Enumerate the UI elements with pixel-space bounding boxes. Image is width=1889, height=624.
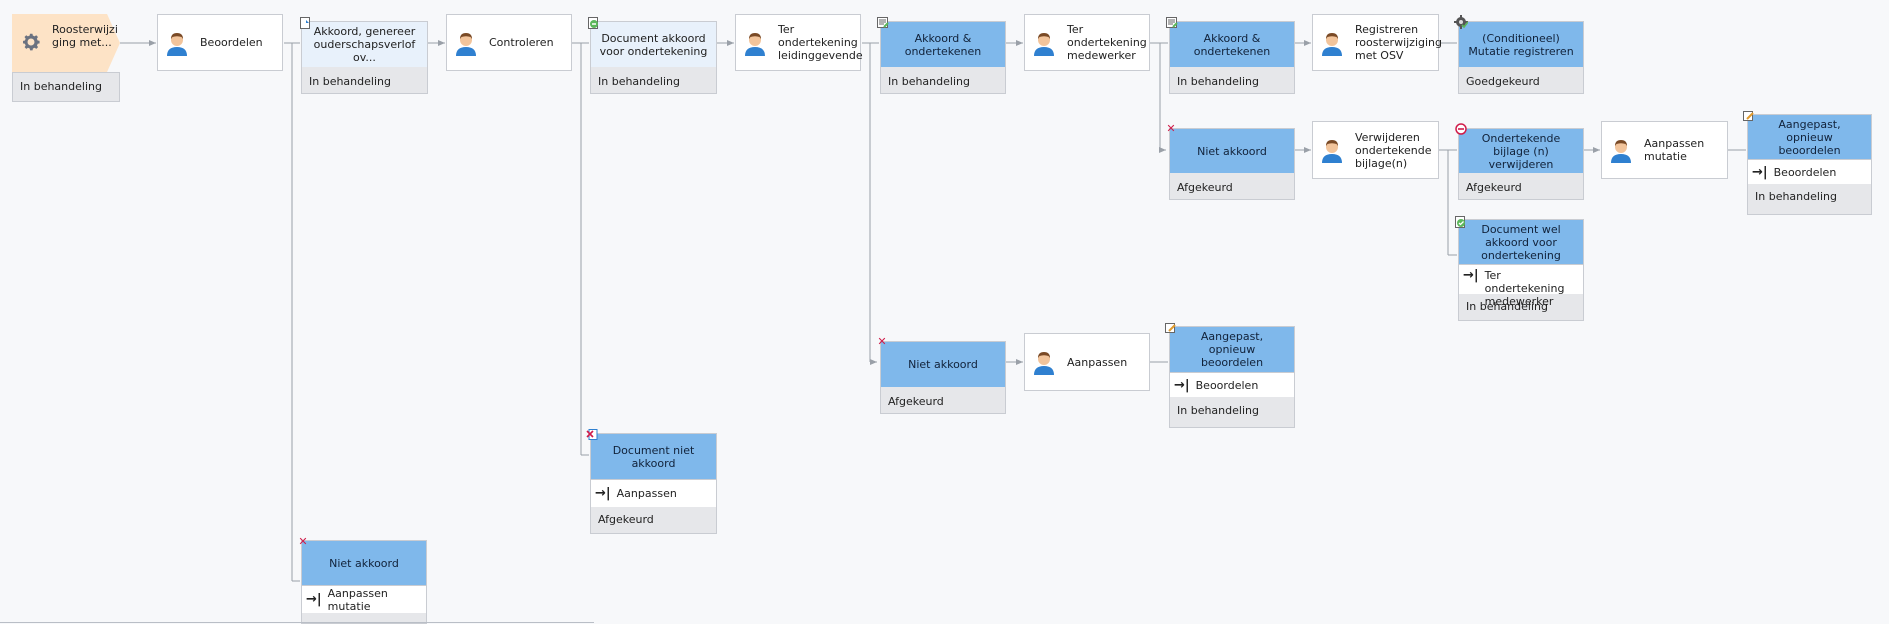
- gear-check-icon: [1454, 15, 1468, 29]
- jump-target[interactable]: →| Aanpassen: [591, 479, 716, 507]
- status-footer: In behandeling: [1466, 300, 1548, 313]
- status-bijlage-verwijderen[interactable]: Ondertekende bijlage (n) verwijderen Afg…: [1458, 128, 1584, 200]
- approved-document-icon: [588, 17, 598, 29]
- task-aanpassen[interactable]: Aanpassen: [1024, 333, 1150, 391]
- jump-target[interactable]: →| Beoordelen: [1170, 372, 1294, 397]
- task-label: Controleren: [489, 36, 554, 49]
- jump-arrow-icon: →|: [595, 486, 611, 501]
- task-label: Ter ondertekening medewerker: [1067, 23, 1147, 62]
- status-footer: Afgekeurd: [598, 513, 654, 526]
- jump-label: Beoordelen: [1773, 165, 1837, 179]
- status-niet-akkoord-bottom[interactable]: Niet akkoord →| Aanpassen mutatie: [301, 540, 427, 624]
- start-shape: [12, 14, 120, 72]
- user-avatar-icon: [1322, 140, 1342, 163]
- jump-target[interactable]: →| Ter ondertekening medewerker: [1459, 264, 1583, 308]
- sign-document-icon: [1166, 17, 1178, 28]
- status-title: Akkoord, genereer ouderschapsverlof ov..…: [302, 22, 427, 67]
- sign-document-icon: [877, 17, 889, 28]
- status-footer: In behandeling: [598, 75, 680, 88]
- start-label: Roosterwijzi ging met...: [52, 23, 118, 49]
- status-niet-akkoord-mid[interactable]: Niet akkoord Afgekeurd: [880, 341, 1006, 414]
- red-x-icon: ✕: [298, 535, 308, 548]
- status-title: Aangepast, opnieuw beoordelen: [1748, 115, 1871, 159]
- scroll-edge: [0, 622, 594, 623]
- gear-icon: [23, 33, 40, 51]
- status-title: Niet akkoord: [881, 342, 1005, 387]
- status-footer: Goedgekeurd: [1466, 75, 1540, 88]
- status-title: Niet akkoord: [1170, 129, 1294, 173]
- jump-arrow-icon: →|: [306, 592, 322, 607]
- status-footer: In behandeling: [888, 75, 970, 88]
- jump-label: Beoordelen: [1195, 378, 1259, 392]
- status-akkoord-genereer[interactable]: Akkoord, genereer ouderschapsverlof ov..…: [301, 21, 428, 94]
- remove-circle-icon: [1455, 123, 1467, 135]
- jump-arrow-icon: →|: [1174, 377, 1190, 393]
- start-status: In behandeling: [12, 72, 120, 102]
- status-mutatie-registreren[interactable]: (Conditioneel) Mutatie registreren Goedg…: [1458, 21, 1584, 94]
- task-ter-ondertekening-medewerker[interactable]: Ter ondertekening medewerker: [1024, 14, 1150, 71]
- user-avatar-icon: [1034, 352, 1054, 375]
- task-label: Verwijderen ondertekende bijlage(n): [1355, 130, 1432, 170]
- status-title: Document wel akkoord voor ondertekening: [1459, 220, 1583, 264]
- red-x-icon: ✕: [1166, 122, 1176, 135]
- status-niet-akkoord-top[interactable]: Niet akkoord Afgekeurd: [1169, 128, 1295, 200]
- status-title: Akkoord & ondertekenen: [881, 22, 1005, 67]
- status-aangepast-mid[interactable]: Aangepast, opnieuw beoordelen →| Beoordel…: [1169, 326, 1295, 428]
- status-footer: Afgekeurd: [1466, 181, 1522, 194]
- document-icon: [300, 17, 310, 29]
- status-footer: In behandeling: [1755, 190, 1837, 203]
- task-aanpassen-mutatie[interactable]: Aanpassen mutatie: [1601, 121, 1728, 179]
- status-document-wel-akkoord[interactable]: Document wel akkoord voor ondertekening …: [1458, 219, 1584, 321]
- status-footer: Afgekeurd: [1177, 181, 1233, 194]
- red-x-icon: ✕: [877, 335, 887, 348]
- task-label: Registreren roosterwijziging met OSV: [1355, 23, 1443, 62]
- user-avatar-icon: [456, 32, 476, 56]
- status-aangepast-right[interactable]: Aangepast, opnieuw beoordelen →| Beoordel…: [1747, 114, 1872, 215]
- jump-label: Ter ondertekening medewerker: [1484, 269, 1565, 308]
- user-avatar-icon: [167, 32, 187, 56]
- jump-target[interactable]: →| Aanpassen mutatie: [302, 585, 426, 613]
- user-avatar-icon: [1322, 32, 1342, 56]
- status-title: (Conditioneel) Mutatie registreren: [1459, 22, 1583, 67]
- task-verwijderen-bijlage[interactable]: Verwijderen ondertekende bijlage(n): [1312, 121, 1439, 179]
- reject-document-icon: [586, 429, 598, 440]
- user-avatar-icon: [1611, 140, 1631, 163]
- task-controleren[interactable]: Controleren: [446, 14, 572, 71]
- status-akkoord-ondertekenen-2[interactable]: Akkoord & ondertekenen In behandeling: [1169, 21, 1295, 94]
- task-label: Aanpassen: [1067, 355, 1128, 369]
- task-registreren-osv[interactable]: Registreren roosterwijziging met OSV: [1312, 14, 1442, 71]
- status-title: Document akkoord voor ondertekening: [591, 22, 716, 67]
- task-label: Beoordelen: [200, 36, 263, 49]
- status-footer: In behandeling: [1177, 75, 1259, 88]
- task-ter-ondertekening-leidinggevende[interactable]: Ter ondertekening leidinggevende: [735, 14, 863, 71]
- status-title: Akkoord & ondertekenen: [1170, 22, 1294, 67]
- status-footer: In behandeling: [1177, 404, 1259, 417]
- jump-arrow-icon: →|: [1752, 164, 1768, 180]
- approved-document-icon: [1455, 216, 1465, 228]
- status-document-niet-akkoord[interactable]: Document niet akkoord →| Aanpassen Afgeke…: [590, 433, 717, 534]
- user-avatar-icon: [745, 32, 765, 56]
- jump-label: Aanpassen mutatie: [327, 586, 388, 613]
- user-avatar-icon: [1034, 32, 1054, 56]
- edit-document-icon: [1743, 111, 1754, 121]
- status-title: Aangepast, opnieuw beoordelen: [1170, 327, 1294, 372]
- task-label: Aanpassen mutatie: [1644, 137, 1705, 163]
- jump-label: Aanpassen: [616, 487, 677, 500]
- status-footer: In behandeling: [309, 75, 391, 88]
- task-beoordelen[interactable]: Beoordelen: [157, 14, 283, 71]
- status-title: Document niet akkoord: [591, 434, 716, 479]
- task-label: Ter ondertekening leidinggevende: [778, 23, 863, 62]
- edit-document-icon: [1165, 323, 1176, 333]
- status-document-akkoord[interactable]: Document akkoord voor ondertekening In b…: [590, 21, 717, 94]
- status-title: Niet akkoord: [302, 541, 426, 585]
- status-title: Ondertekende bijlage (n) verwijderen: [1459, 129, 1583, 173]
- jump-target[interactable]: →| Beoordelen: [1748, 159, 1871, 184]
- status-akkoord-ondertekenen-1[interactable]: Akkoord & ondertekenen In behandeling: [880, 21, 1006, 94]
- status-footer: Afgekeurd: [888, 395, 944, 408]
- jump-arrow-icon: →|: [1463, 268, 1479, 283]
